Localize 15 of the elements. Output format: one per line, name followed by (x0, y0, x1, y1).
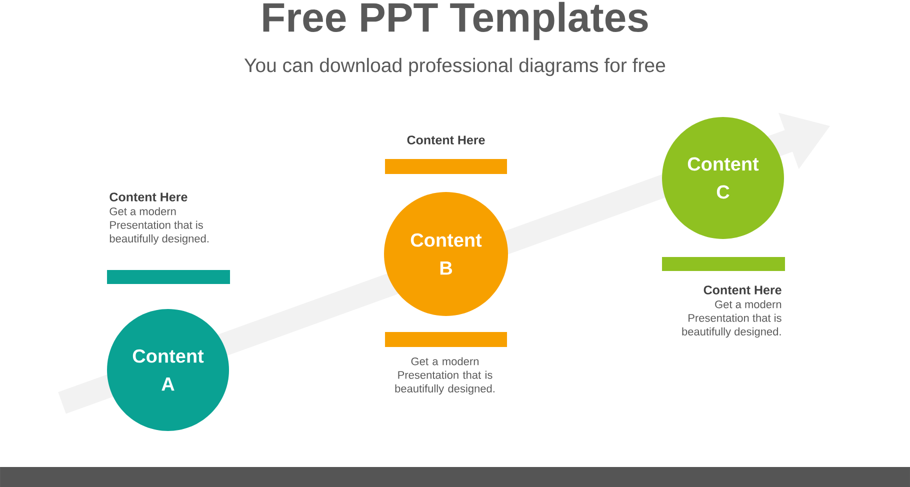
body-text: Get a modern Presentation that is beautifully designed. (110, 207, 208, 245)
bar (385, 159, 507, 174)
body-text: Get a modern Presentation that is beautifully designed. (682, 300, 782, 338)
heading-text: Content Here (407, 136, 485, 144)
subtitle: You can download professional diagrams for free (244, 58, 666, 76)
title: Free PPT Templates (263, 2, 648, 40)
bar (107, 270, 230, 284)
circle-node: Content B (384, 192, 508, 316)
heading-text: Content Here (110, 192, 188, 202)
circle-node: Content C (662, 117, 784, 239)
body-text: Get a modern Presentation that is beautifully designed. (395, 357, 494, 395)
bar (385, 332, 507, 347)
heading-text: Content Here (704, 286, 782, 294)
bar (662, 256, 785, 271)
circle-node: Content A (107, 309, 229, 431)
